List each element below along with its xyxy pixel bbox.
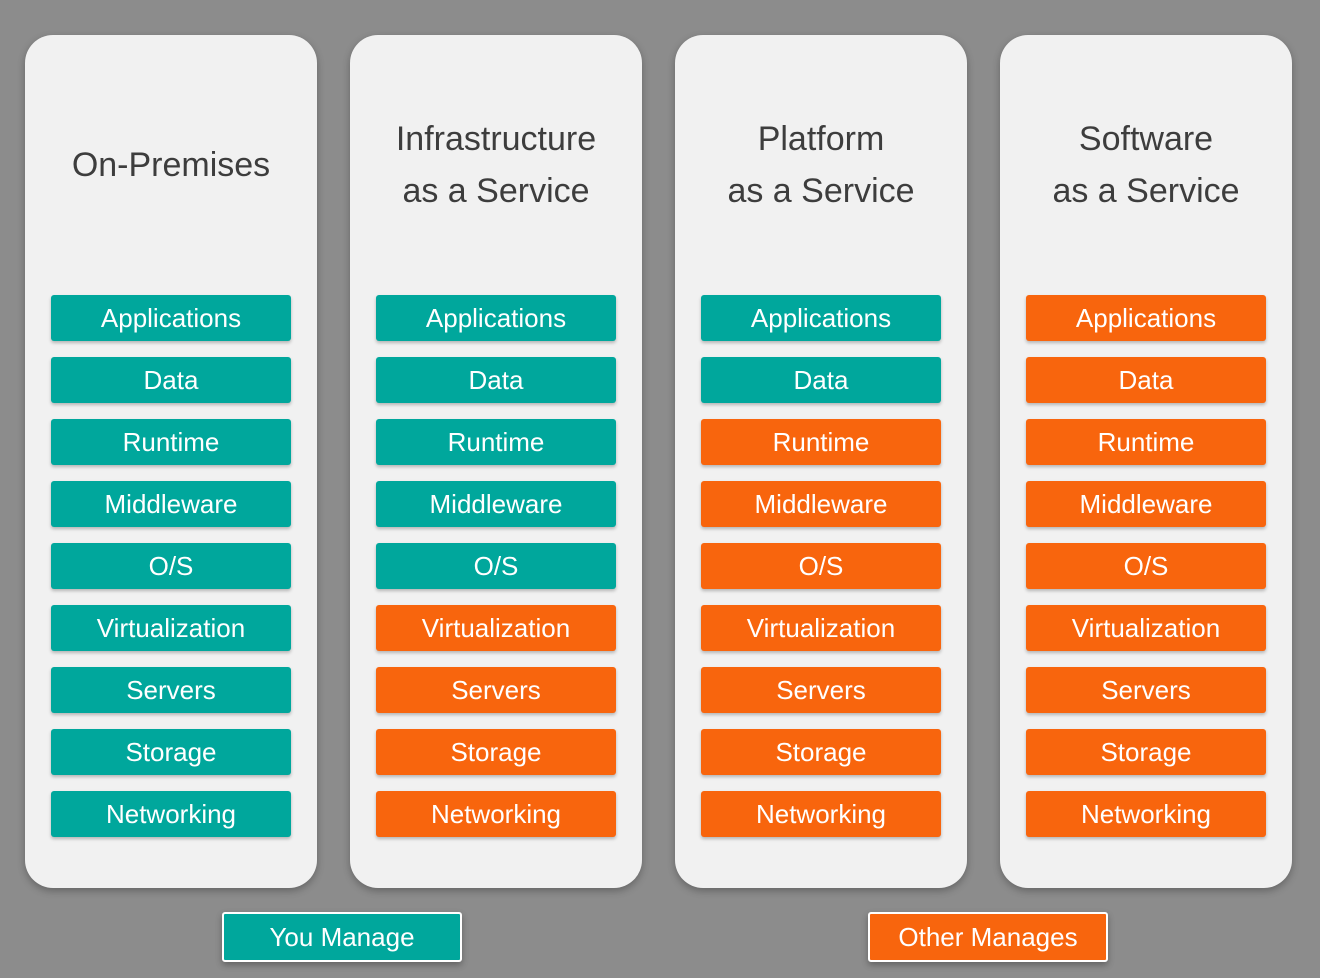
column-title: Software as a Service — [1026, 35, 1266, 295]
layer-applications: Applications — [376, 295, 616, 341]
layer-servers: Servers — [51, 667, 291, 713]
layer-runtime: Runtime — [376, 419, 616, 465]
layer-virtualization: Virtualization — [1026, 605, 1266, 651]
column-title-line: Infrastructure — [395, 120, 597, 158]
layer-storage: Storage — [376, 729, 616, 775]
layer-networking: Networking — [376, 791, 616, 837]
layer-servers: Servers — [376, 667, 616, 713]
legend-other-manages: Other Manages — [868, 912, 1108, 962]
layer-o-s: O/S — [1026, 543, 1266, 589]
layer-data: Data — [701, 357, 941, 403]
layer-virtualization: Virtualization — [701, 605, 941, 651]
layer-servers: Servers — [701, 667, 941, 713]
layer-middleware: Middleware — [51, 481, 291, 527]
layer-networking: Networking — [51, 791, 291, 837]
layer-data: Data — [51, 357, 291, 403]
column-infrastructure-as-a-service: Infrastructure as a Service Applications… — [350, 35, 642, 888]
layer-middleware: Middleware — [701, 481, 941, 527]
layer-virtualization: Virtualization — [376, 605, 616, 651]
column-title: Platform as a Service — [701, 35, 941, 295]
layer-data: Data — [1026, 357, 1266, 403]
layer-storage: Storage — [51, 729, 291, 775]
legend-you-manage: You Manage — [222, 912, 462, 962]
layer-servers: Servers — [1026, 667, 1266, 713]
layer-runtime: Runtime — [51, 419, 291, 465]
layer-storage: Storage — [1026, 729, 1266, 775]
layer-middleware: Middleware — [376, 481, 616, 527]
column-title-line: Platform — [757, 120, 885, 158]
layer-applications: Applications — [701, 295, 941, 341]
layer-applications: Applications — [51, 295, 291, 341]
layer-runtime: Runtime — [1026, 419, 1266, 465]
column-title-line: as a Service — [727, 172, 915, 210]
column-title-line: as a Service — [402, 172, 590, 210]
column-title-line: On-Premises — [71, 146, 271, 184]
column-title: On-Premises — [51, 35, 291, 295]
column-title-line: as a Service — [1052, 172, 1240, 210]
layer-o-s: O/S — [376, 543, 616, 589]
layer-o-s: O/S — [51, 543, 291, 589]
column-title: Infrastructure as a Service — [376, 35, 616, 295]
layer-networking: Networking — [701, 791, 941, 837]
layer-applications: Applications — [1026, 295, 1266, 341]
column-title-line: Software — [1078, 120, 1214, 158]
layer-o-s: O/S — [701, 543, 941, 589]
layer-storage: Storage — [701, 729, 941, 775]
layer-virtualization: Virtualization — [51, 605, 291, 651]
layer-runtime: Runtime — [701, 419, 941, 465]
layer-data: Data — [376, 357, 616, 403]
layer-networking: Networking — [1026, 791, 1266, 837]
layer-middleware: Middleware — [1026, 481, 1266, 527]
